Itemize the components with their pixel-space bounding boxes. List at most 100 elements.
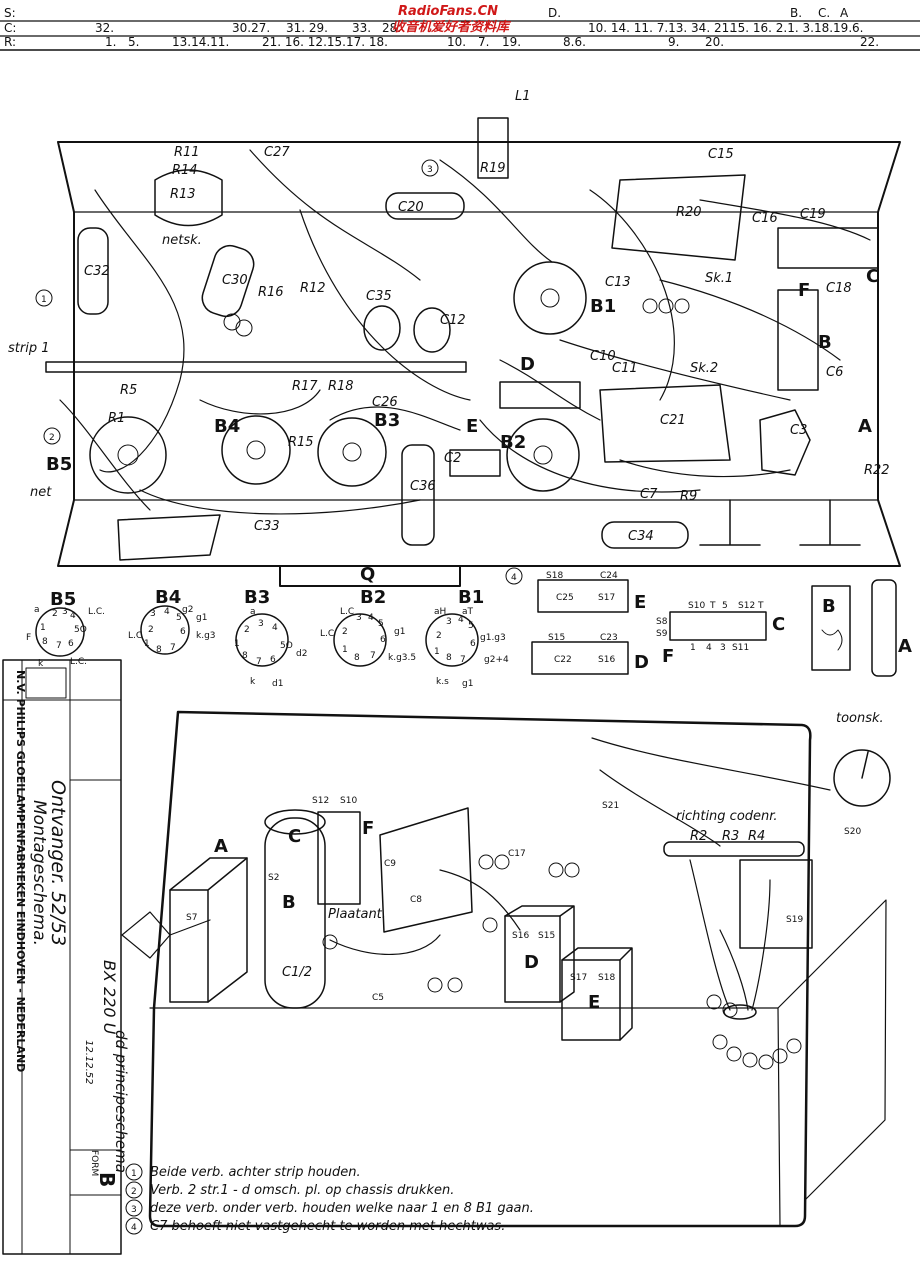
switch-label: 1: [690, 643, 696, 653]
pin-label: k.s: [436, 677, 449, 687]
note-text: Beide verb. achter strip houden.: [150, 1165, 361, 1180]
pin-label: a: [250, 607, 256, 617]
label-box-b: B: [282, 892, 296, 913]
form-letter: B: [95, 1172, 119, 1187]
r-entry: 5.: [128, 35, 139, 49]
label-net: net: [30, 485, 52, 500]
label-c9: C9: [384, 859, 396, 869]
note-text: deze verb. onder verb. houden welke naar…: [150, 1201, 534, 1216]
svg-text:3: 3: [427, 165, 433, 175]
svg-text:1: 1: [41, 295, 47, 305]
pin-label: 3: [150, 609, 156, 619]
switch-label: 5: [722, 601, 728, 611]
pin-label: aH: [434, 607, 446, 617]
tube-base-name: B3: [244, 587, 270, 608]
switch-box-name: D: [634, 652, 649, 673]
note-number: 2: [131, 1187, 137, 1197]
label-c10: C10: [590, 349, 616, 364]
label-b4: B4: [214, 416, 240, 437]
note-number: 3: [131, 1205, 137, 1215]
pin-label: k.g3.5: [388, 653, 416, 663]
label-c36: C36: [410, 479, 436, 494]
label-c6: C6: [826, 365, 843, 380]
switch-box-f: F: [662, 646, 674, 667]
label-box-c: C: [288, 826, 301, 847]
label-c: C: [866, 266, 879, 287]
svg-text:2: 2: [49, 433, 55, 443]
svg-text:4: 4: [511, 573, 517, 583]
c-entry: 6.: [852, 21, 863, 35]
label-s18: S18: [598, 973, 615, 983]
label-r3: R3: [722, 829, 739, 844]
switch-label: S8: [656, 617, 668, 627]
switch-label: S12: [738, 601, 755, 611]
switch-label: 3: [720, 643, 726, 653]
note-text: C7 behoeft niet vastgehecht te worden me…: [150, 1219, 505, 1234]
label-s15: S15: [538, 931, 555, 941]
pin-label: g1: [394, 627, 405, 637]
pin-label: 5O: [74, 625, 87, 635]
c-entry: 28.: [382, 21, 401, 35]
pin-label: g1.g3: [480, 633, 506, 643]
label-c15: C15: [708, 147, 734, 162]
switch-box-a: A: [871, 579, 912, 677]
label-l1: L1: [515, 89, 531, 104]
switch-label: S15: [548, 633, 565, 643]
note-number: 1: [131, 1169, 137, 1179]
label-s7: S7: [186, 913, 197, 923]
switch-label: T: [709, 601, 716, 611]
pin-label: 6: [380, 635, 386, 645]
drawing-title: Ontvanger. 52/53: [47, 780, 69, 946]
switch-label: C25: [556, 593, 574, 603]
s-entry: A: [840, 6, 849, 20]
pin-label: 2: [244, 625, 250, 635]
switch-box-d: S15 C23 C22 S16 D: [531, 633, 649, 675]
switch-label: S18: [546, 571, 563, 581]
switch-label: S16: [598, 655, 615, 665]
switch-box-c: S10 T 5 S12 T S8 S9 S11 3 4 1 C: [656, 601, 785, 653]
pin-label: g1: [462, 679, 473, 689]
label-c30: C30: [222, 273, 248, 288]
pin-label: 5: [176, 613, 182, 623]
tube-base-b3: B3 a 2 3 4 1 5O d2 8 7 6 k d1: [234, 587, 307, 689]
drawing-date: 12.12.52: [83, 1040, 94, 1085]
pin-label: 7: [170, 643, 176, 653]
label-box-f: F: [362, 818, 374, 839]
pin-label: d2: [296, 649, 307, 659]
company-name: N.V. PHILIPS GLOEILAMPENFABRIEKEN EINDHO…: [14, 670, 27, 1072]
pin-label: 4: [458, 615, 464, 625]
pin-label: 1: [144, 639, 150, 649]
label-c1-2: C1/2: [282, 965, 312, 980]
tube-socket: [221, 415, 291, 485]
pin-label: k: [250, 677, 256, 687]
pin-label: 7: [256, 657, 262, 667]
pin-label: k: [38, 659, 44, 669]
form-label: FORM: [89, 1150, 99, 1176]
label-e: E: [466, 416, 478, 437]
pin-label: 7: [56, 641, 62, 651]
label-box-e: E: [588, 992, 600, 1013]
label-r16: R16: [258, 285, 284, 300]
label-r20: R20: [676, 205, 702, 220]
c-entry: 31. 29.: [286, 21, 328, 35]
c-entry: 30.27.: [232, 21, 270, 35]
pin-label: g2: [182, 605, 193, 615]
label-a: A: [858, 416, 872, 437]
pin-label: 4: [368, 613, 374, 623]
note-text: Verb. 2 str.1 - d omsch. pl. op chassis …: [150, 1183, 454, 1198]
label-c20: C20: [398, 200, 424, 215]
label-b: B: [818, 332, 832, 353]
chassis-top-view: L1 R11 C27 R14 R13 C20 R19 C15 R20 C16 C…: [8, 89, 901, 587]
pin-label: L.C: [320, 629, 334, 639]
label-b5: B5: [46, 454, 72, 475]
switch-box-e: S18 C24 C25 S17 E: [537, 571, 646, 613]
label-plaatant: Plaatant.: [328, 907, 386, 922]
r-entry: 1.: [105, 35, 116, 49]
pin-label: 8: [446, 653, 452, 663]
label-c18: C18: [826, 281, 852, 296]
pin-label: 1: [40, 623, 46, 633]
label-f: F: [798, 280, 810, 301]
label-box-d: D: [524, 952, 539, 973]
